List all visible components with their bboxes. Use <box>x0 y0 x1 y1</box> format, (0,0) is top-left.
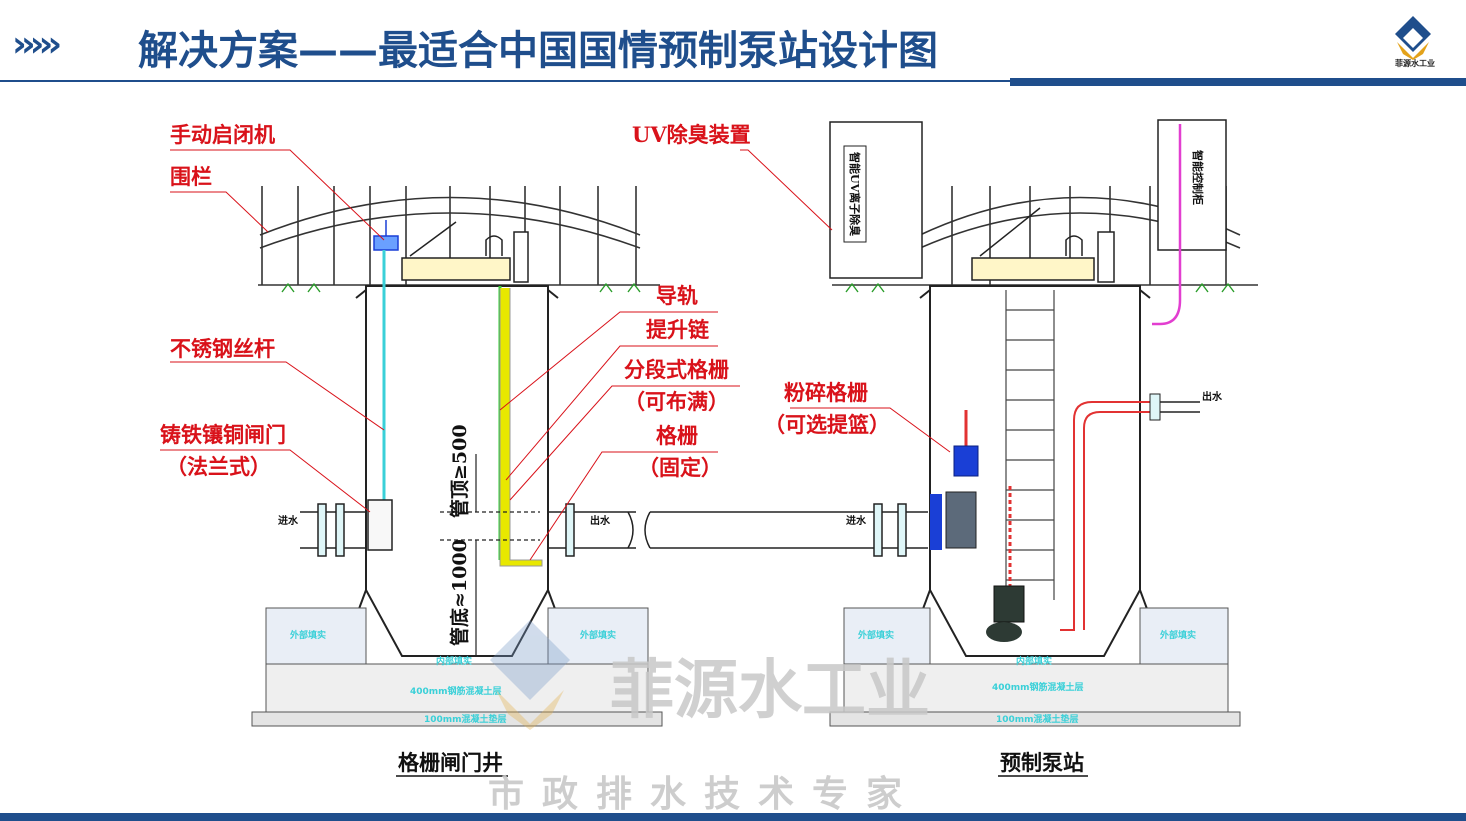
label-inner-fill-left: 内部填实 <box>436 655 472 667</box>
label-crusher-sub: （可选提篮） <box>764 412 890 437</box>
submersible-pump-icon <box>986 585 1025 642</box>
label-screen: 格栅 <box>656 423 698 448</box>
caption-left: 格栅闸门井 <box>398 750 503 775</box>
label-outlet-mid: 出水 <box>590 514 611 527</box>
logo-text: 菲源水工业 <box>1395 59 1435 68</box>
control-cabinet <box>1157 119 1227 251</box>
label-cabinet-uv: 智能UV离子除臭 <box>848 152 862 236</box>
right-grass <box>845 282 1235 293</box>
label-cabinet-control: 智能控制柜 <box>1191 150 1205 205</box>
label-lift-chain: 提升链 <box>646 317 710 342</box>
label-guide-rail: 导轨 <box>656 283 698 308</box>
label-cushion-right: 100mm混凝土垫层 <box>996 713 1079 725</box>
ladder <box>1005 290 1055 600</box>
connecting-pipe <box>548 503 928 557</box>
footer-bar <box>0 813 1466 821</box>
left-hatch-cover <box>401 257 511 281</box>
cast-iron-gate <box>367 499 393 551</box>
label-inner-fill-right: 内部填实 <box>1016 655 1052 667</box>
label-cushion-left: 100mm混凝土垫层 <box>424 713 507 725</box>
manual-hoist-icon <box>373 220 399 251</box>
page-title: 解决方案——最适合中国国情预制泵站设计图 <box>138 28 938 74</box>
label-stainless-rod: 不锈钢丝杆 <box>170 336 275 361</box>
dimension-lines <box>440 454 540 656</box>
label-concrete-right: 400mm钢筋混凝土层 <box>992 681 1084 693</box>
label-crusher: 粉碎格栅 <box>784 380 868 405</box>
watermark-slogan: 市政排水技术专家 <box>488 774 920 815</box>
fixed-screen <box>499 288 543 567</box>
label-seg-screen-sub: （可布满） <box>624 389 729 414</box>
label-inlet-right: 进水 <box>846 514 867 527</box>
right-hatch-cover <box>971 257 1095 281</box>
label-manual-hoist: 手动启闭机 <box>170 122 275 147</box>
left-foundation <box>251 607 663 727</box>
title-rule <box>0 80 1010 82</box>
right-well <box>903 285 1167 661</box>
title-bar <box>1010 78 1466 86</box>
watermark-brand: 菲源水工业 <box>610 654 930 728</box>
label-seg-screen: 分段式格栅 <box>624 357 729 382</box>
label-pipe-top: 管顶≥500 <box>448 424 471 518</box>
crusher-grinder-icon <box>930 410 979 550</box>
label-outlet-right: 出水 <box>1202 390 1223 403</box>
label-cast-iron-gate: 铸铁镶铜闸门 <box>160 422 286 447</box>
header-chevrons: ››››› <box>12 24 62 65</box>
label-concrete-left: 400mm钢筋混凝土层 <box>410 685 502 697</box>
discharge-pipe <box>1060 401 1152 631</box>
company-logo-icon <box>1395 16 1431 60</box>
left-grass <box>281 282 641 293</box>
label-backfill-right-1: 外部填实 <box>857 629 894 641</box>
label-pipe-bottom: 管底≈1000 <box>448 539 471 646</box>
label-inlet-left: 进水 <box>278 514 299 527</box>
label-fence: 围栏 <box>170 164 212 189</box>
right-foundation <box>829 607 1241 727</box>
label-screen-sub: （固定） <box>638 455 722 480</box>
watermark-logo-icon <box>490 620 570 730</box>
label-backfill-left-1: 外部填实 <box>289 629 326 641</box>
label-backfill-left-2: 外部填实 <box>579 629 616 641</box>
caption-right: 预制泵站 <box>1000 750 1084 775</box>
leader-lines <box>160 149 951 561</box>
label-backfill-right-2: 外部填实 <box>1159 629 1196 641</box>
left-inlet-pipe <box>300 503 366 557</box>
label-uv-deodor: UV除臭装置 <box>632 122 751 147</box>
label-cast-iron-gate-sub: （法兰式） <box>166 454 271 479</box>
